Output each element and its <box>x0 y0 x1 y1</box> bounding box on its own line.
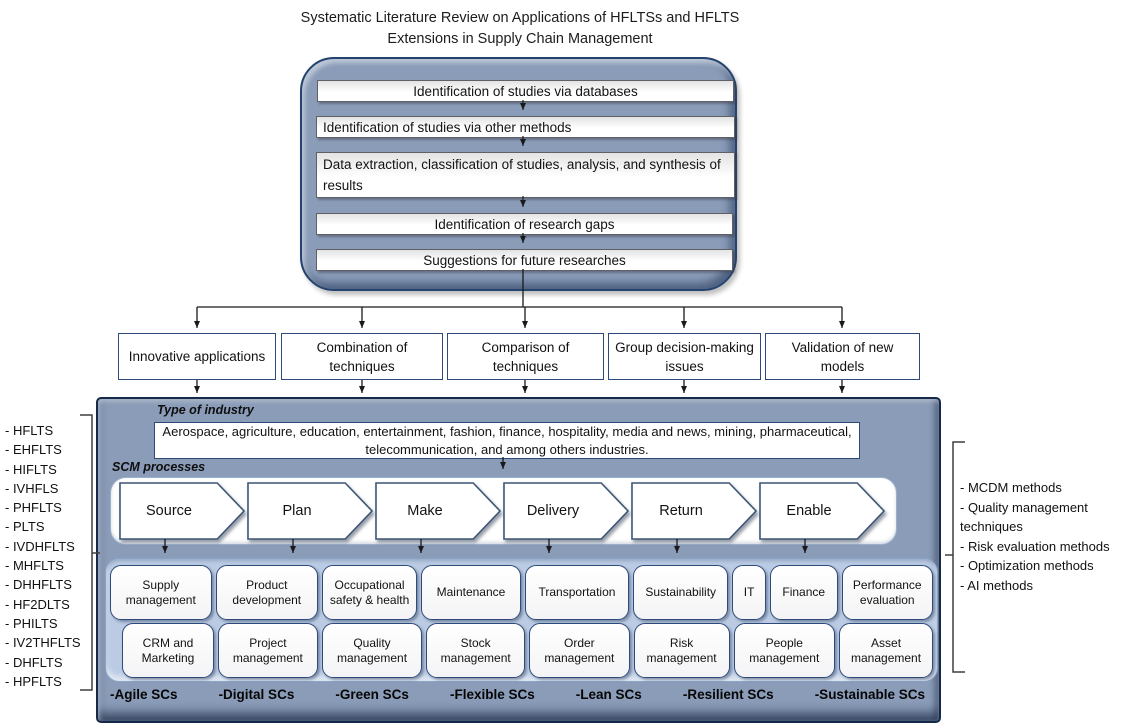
sc-type-sustainable: -Sustainable SCs <box>814 687 925 702</box>
title-line-1: Systematic Literature Review on Applicat… <box>300 10 740 26</box>
scm-chevron-plan: Plan <box>247 482 374 540</box>
chevron-arrow-shape <box>503 482 630 540</box>
flow-step-databases: Identification of studies via databases <box>317 80 734 102</box>
method-item: - AI methods <box>960 577 1033 593</box>
function-people-management: People management <box>733 623 836 678</box>
function-supply-management: Supply management <box>110 565 212 620</box>
flow-step-other-methods: Identification of studies via other meth… <box>316 116 735 138</box>
function-stock-management: Stock management <box>426 623 526 678</box>
scm-process-label: Delivery <box>526 503 580 519</box>
hflts-term: - EHFLTS <box>5 442 62 458</box>
category-group-decision-making: Group decision-making issues <box>608 333 761 380</box>
flow-step-future-research: Suggestions for future researches <box>316 249 733 271</box>
type-of-industry-label: Type of industry <box>157 403 254 417</box>
function-performance-evaluation: Performance evaluation <box>841 565 933 620</box>
hflts-term: - HPFLTS <box>5 673 62 689</box>
sc-type-lean: -Lean SCs <box>575 687 642 702</box>
scm-process-label: Make <box>407 503 443 519</box>
function-finance: Finance <box>769 565 838 620</box>
scm-process-label: Plan <box>282 503 312 519</box>
method-item: - Quality management techniques <box>960 499 1088 535</box>
category-combination-of-techniques: Combination of techniques <box>281 333 443 380</box>
scm-process-label: Return <box>659 503 703 519</box>
scm-process-strip: Source Plan Make Delivery Return Enable <box>110 477 897 545</box>
scm-process-label: Enable <box>786 503 832 519</box>
function-project-management: Project management <box>218 623 318 678</box>
method-item: - MCDM methods <box>960 480 1062 495</box>
chevron-arrow-shape <box>631 482 758 540</box>
method-item: - Risk evaluation methods <box>960 538 1110 554</box>
title-line-2: Extensions in Supply Chain Management <box>387 31 653 47</box>
category-validation-new-models: Validation of new models <box>765 333 920 380</box>
sc-type-flexible: -Flexible SCs <box>449 687 535 702</box>
scm-chevron-return: Return <box>631 482 758 540</box>
function-occupational-safety-health: Occupational safety & health <box>322 565 418 620</box>
chevron-arrow-shape <box>119 482 246 540</box>
function-transportation: Transportation <box>524 565 630 620</box>
chevron-arrow-shape <box>759 482 886 540</box>
scm-process-label: Source <box>146 503 192 519</box>
diagram-title: Systematic Literature Review on Applicat… <box>160 8 880 50</box>
chevron-arrow-shape <box>247 482 374 540</box>
scm-chevron-delivery: Delivery <box>503 482 630 540</box>
flow-step-data-extraction: Data extraction, classification of studi… <box>316 152 735 198</box>
scm-processes-label: SCM processes <box>112 460 206 474</box>
industries-box: Aerospace, agriculture, education, enter… <box>154 422 860 459</box>
method-item: - Optimization methods <box>960 558 1094 573</box>
function-order-management: Order management <box>529 623 630 678</box>
review-process-panel: Identification of studies via databases … <box>300 57 737 291</box>
hflts-term: - IV2THFLTS <box>5 635 81 651</box>
category-innovative-applications: Innovative applications <box>118 333 276 380</box>
category-to-panel-arrows <box>194 380 845 393</box>
hflts-term: - IVDHFLTS <box>5 538 75 554</box>
function-product-development: Product development <box>215 565 318 620</box>
hflts-term: - PLTS <box>5 519 45 535</box>
supply-chain-types-row: -Agile SCs -Digital SCs -Green SCs -Flex… <box>110 687 925 702</box>
category-comparison-of-techniques: Comparison of techniques <box>447 333 604 380</box>
function-crm-marketing: CRM and Marketing <box>122 623 215 678</box>
function-maintenance: Maintenance <box>421 565 521 620</box>
hflts-term: - DHHFLTS <box>5 577 72 593</box>
function-sustainability: Sustainability <box>633 565 729 620</box>
scm-chevron-make: Make <box>375 482 502 540</box>
scm-chevron-source: Source <box>119 482 246 540</box>
sc-type-agile: -Agile SCs <box>110 687 178 702</box>
sc-type-digital: -Digital SCs <box>218 687 295 702</box>
application-domain-panel: Type of industry Aerospace, agriculture,… <box>96 397 941 723</box>
functional-areas-row-2: CRM and Marketing Project management Qua… <box>110 623 934 678</box>
sc-type-green: -Green SCs <box>335 687 409 702</box>
hflts-term: - PHFLTS <box>5 500 62 516</box>
sc-type-resilient: -Resilient SCs <box>682 687 774 702</box>
hflts-term: - DHFLTS <box>5 654 63 670</box>
functional-areas-panel: Supply management Product development Oc… <box>105 558 938 682</box>
methods-list: - MCDM methods - Quality management tech… <box>960 478 1123 595</box>
hflts-term: - PHILTS <box>5 615 58 631</box>
hflts-term: - IVHFLS <box>5 480 59 496</box>
functional-areas-row-1: Supply management Product development Oc… <box>110 565 933 620</box>
function-asset-management: Asset management <box>839 623 934 678</box>
hflts-term: - HF2DLTS <box>5 596 70 612</box>
chevron-arrow-shape <box>375 482 502 540</box>
function-risk-management: Risk management <box>633 623 730 678</box>
flow-step-research-gaps: Identification of research gaps <box>316 213 733 235</box>
scm-chevron-enable: Enable <box>759 482 886 540</box>
hflts-extensions-list: - HFLTS - EHFLTS - HIFLTS - IVHFLS - PHF… <box>5 421 81 691</box>
hflts-term: - HIFLTS <box>5 461 57 477</box>
hflts-term: - MHFLTS <box>5 558 64 574</box>
hflts-term: - HFLTS <box>5 423 54 438</box>
function-quality-management: Quality management <box>321 623 423 678</box>
function-it: IT <box>732 565 766 620</box>
